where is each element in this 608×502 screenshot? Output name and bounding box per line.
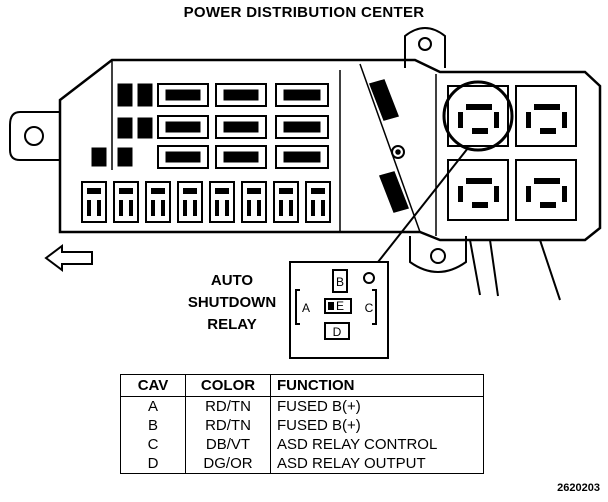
diagram-title: POWER DISTRIBUTION CENTER (183, 4, 425, 21)
power-distribution-center-drawing: A B C D E (9, 27, 602, 359)
cell-cav: C (120, 435, 186, 454)
cell-color: DB/VT (185, 435, 271, 454)
relay-pin-c-label: C (365, 301, 374, 315)
cell-cav: D (120, 454, 186, 474)
callout-label-line1: AUTO (210, 272, 254, 289)
table-row: C DB/VT ASD RELAY CONTROL (120, 435, 484, 454)
mini-fuse-row-1 (117, 83, 329, 107)
cell-function: ASD RELAY OUTPUT (270, 454, 484, 474)
header-color: COLOR (185, 374, 271, 397)
cell-function: ASD RELAY CONTROL (270, 435, 484, 454)
table-row: B RD/TN FUSED B(+) (120, 416, 484, 435)
relay-block (447, 85, 577, 221)
relay-pin-b-label: B (336, 275, 344, 289)
figure-number: 2620203 (557, 482, 600, 494)
header-function: FUNCTION (270, 374, 484, 397)
relay-pin-a-label: A (302, 301, 310, 315)
top-mounting-tab (404, 27, 446, 68)
relay-pin-e-label: E (336, 299, 344, 313)
cell-color: RD/TN (185, 396, 271, 416)
asd-relay-detail (289, 261, 389, 359)
relay-pin-d-label: D (333, 325, 342, 339)
left-mount-hole (24, 126, 44, 146)
maxi-fuse-row (81, 181, 331, 223)
mini-fuse-row-3 (91, 145, 329, 169)
left-mounting-ear (9, 111, 60, 161)
connector-pinout-table: CAV COLOR FUNCTION A RD/TN FUSED B(+) B … (120, 374, 484, 474)
cell-function: FUSED B(+) (270, 416, 484, 435)
bottom-mounting-tab (409, 236, 467, 273)
cell-color: RD/TN (185, 416, 271, 435)
pin-b-outline (332, 269, 348, 293)
cell-color: DG/OR (185, 454, 271, 474)
asd-relay-highlight-circle (442, 80, 514, 152)
front-arrow-icon (44, 244, 93, 272)
callout-label-line3: RELAY (207, 316, 257, 333)
mini-fuse-row-2 (117, 115, 329, 139)
cartridge-fuses (369, 79, 409, 213)
cell-cav: A (120, 396, 186, 416)
table-header-row: CAV COLOR FUNCTION (120, 374, 484, 397)
cell-cav: B (120, 416, 186, 435)
table-row: A RD/TN FUSED B(+) (120, 396, 484, 416)
callout-leader-line (377, 147, 469, 263)
table-row: D DG/OR ASD RELAY OUTPUT (120, 454, 484, 474)
cell-function: FUSED B(+) (270, 396, 484, 416)
header-cav: CAV (120, 374, 186, 397)
pin-e-outline (324, 298, 352, 314)
callout-label-line2: SHUTDOWN (187, 294, 277, 311)
pin-d-outline (324, 322, 350, 340)
pdc-housing (58, 58, 602, 242)
